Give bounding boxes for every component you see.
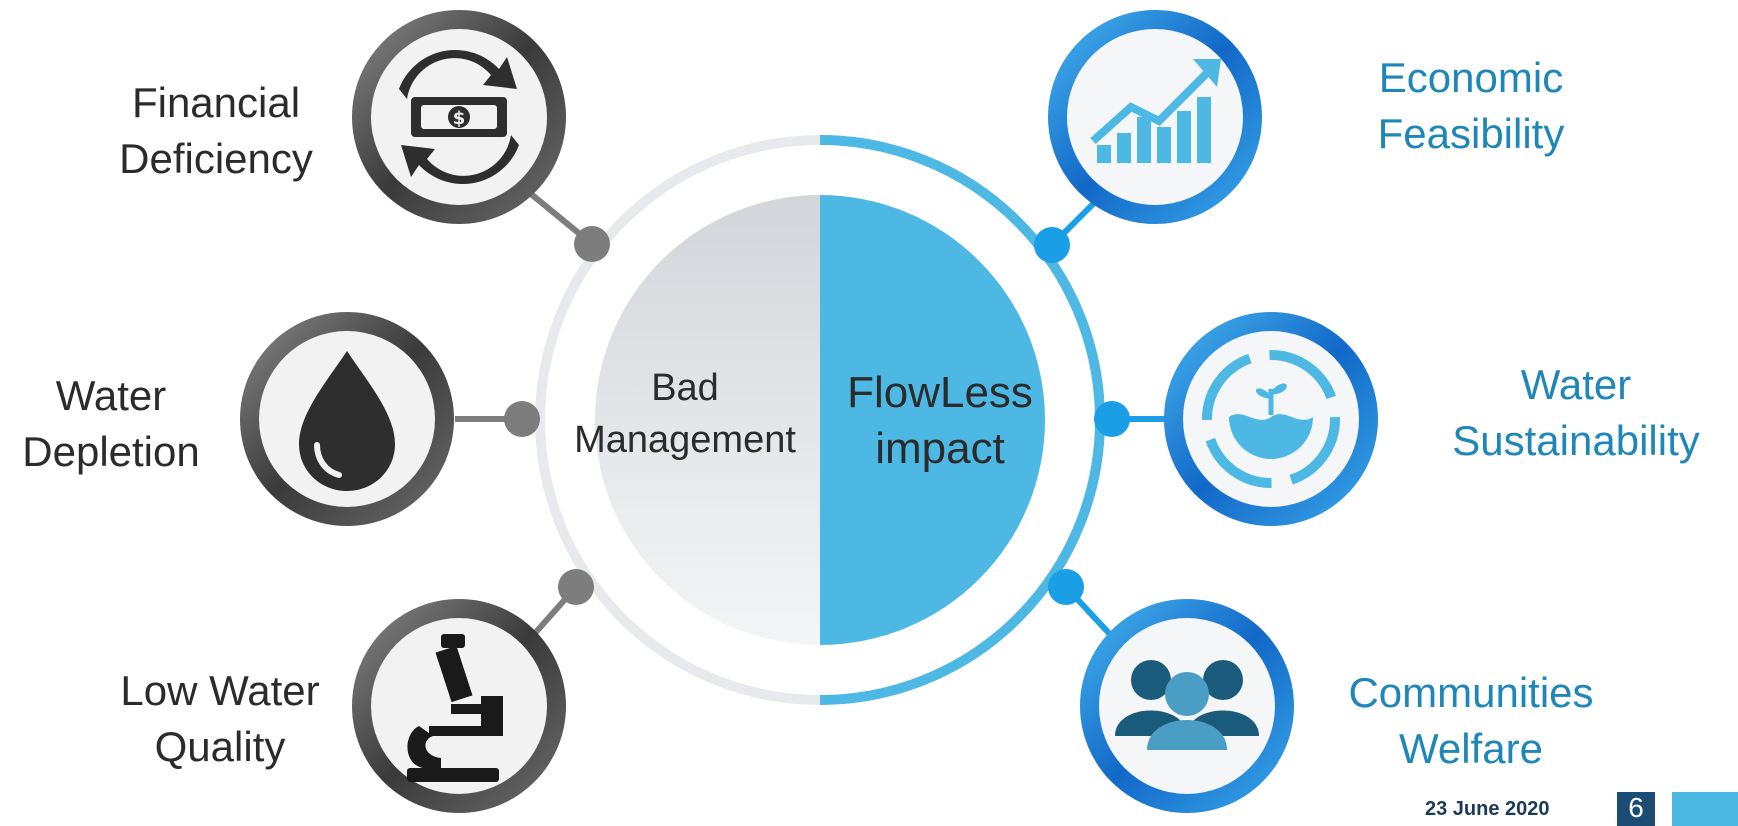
- label-line: Water: [55, 372, 167, 419]
- center-left-line-1: Bad: [651, 367, 719, 409]
- connector-water-depletion: [455, 401, 540, 437]
- water-sustainability-medallion: [1164, 312, 1378, 526]
- water-cycle-icon: [1202, 350, 1340, 488]
- label-water-sustainability: Water Sustainability: [1426, 357, 1726, 469]
- label-line: Communities: [1348, 669, 1594, 716]
- label-financial-deficiency: Financial Deficiency: [100, 75, 332, 187]
- page-number: 6: [1617, 792, 1655, 826]
- economic-feasibility-medallion: [1048, 10, 1262, 224]
- center-left-label: Bad Management: [550, 362, 820, 466]
- growth-chart-icon: [1090, 59, 1221, 163]
- label-line: Financial: [131, 79, 301, 126]
- label-economic-feasibility: Economic Feasibility: [1346, 50, 1596, 162]
- center-left-half: [595, 195, 820, 645]
- center-right-half: [820, 195, 1045, 645]
- label-line: Low Water: [120, 667, 320, 714]
- low-water-quality-medallion: [352, 599, 566, 813]
- label-communities-welfare: Communities Welfare: [1326, 665, 1616, 777]
- financial-deficiency-medallion: $: [352, 10, 566, 224]
- footer-date: 23 June 2020: [1425, 798, 1550, 820]
- water-depletion-medallion: [240, 312, 454, 526]
- money-exchange-icon: $: [399, 50, 519, 184]
- label-line: Water: [1520, 361, 1632, 408]
- footer-accent-bar: [1672, 792, 1738, 826]
- label-line: Economic: [1378, 54, 1564, 101]
- label-line: Welfare: [1399, 725, 1543, 772]
- outer-arc-problems: [535, 135, 821, 705]
- center-right-line-2: impact: [875, 424, 1005, 473]
- people-group-icon: [1115, 660, 1259, 750]
- label-low-water-quality: Low Water Quality: [100, 663, 340, 775]
- label-water-depletion: Water Depletion: [0, 368, 222, 480]
- label-line: Quality: [154, 723, 286, 770]
- microscope-icon: [407, 634, 503, 782]
- label-line: Depletion: [22, 428, 200, 475]
- label-line: Deficiency: [119, 135, 313, 182]
- center-right-line-1: FlowLess: [847, 368, 1033, 417]
- connector-financial: [518, 182, 610, 262]
- center-right-label: FlowLess impact: [822, 365, 1058, 477]
- communities-welfare-medallion: [1080, 599, 1294, 813]
- water-drop-icon: [299, 351, 395, 491]
- svg-text:$: $: [453, 108, 466, 129]
- label-line: Feasibility: [1377, 110, 1565, 157]
- center-left-line-2: Management: [574, 419, 796, 461]
- label-line: Sustainability: [1452, 417, 1700, 464]
